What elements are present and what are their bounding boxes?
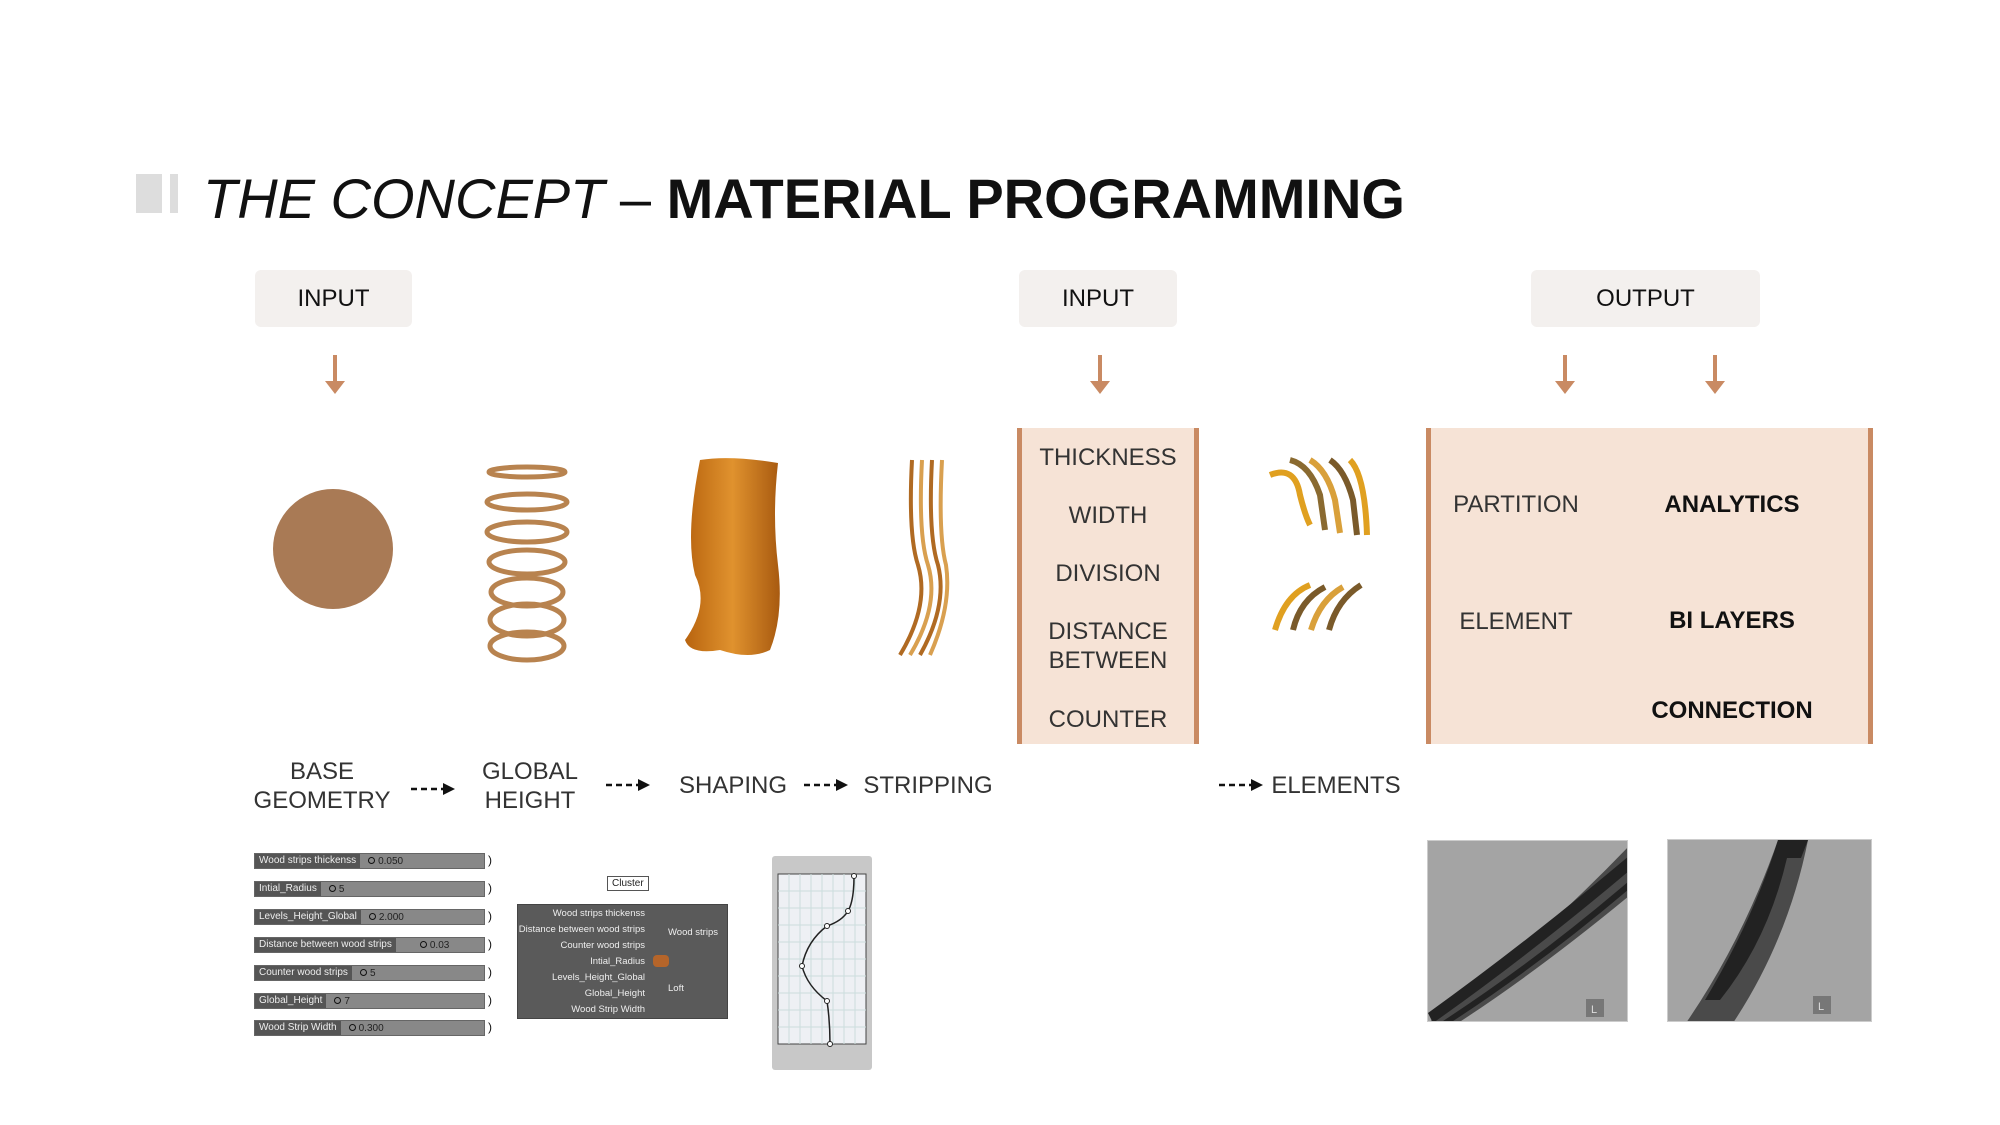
cluster-output: Wood strips xyxy=(668,927,718,938)
cluster-tag: Cluster xyxy=(607,876,649,891)
slider-value: 0.03 xyxy=(396,940,449,951)
cluster-input: Distance between wood strips xyxy=(518,924,645,935)
input-header-1: INPUT xyxy=(255,270,412,327)
down-arrow-icon xyxy=(1555,355,1575,394)
cluster-input: Intial_Radius xyxy=(590,956,645,967)
cluster-output: Loft xyxy=(668,983,684,994)
parameter-panel: THICKNESS WIDTH DIVISION DISTANCE BETWEE… xyxy=(1017,428,1199,744)
graph-mapper[interactable] xyxy=(772,856,872,1070)
param-division: DIVISION xyxy=(1055,560,1161,587)
param-distance-between: DISTANCE BETWEEN xyxy=(1048,618,1168,674)
output-bi-layers: BI LAYERS xyxy=(1669,607,1795,634)
stripping-image xyxy=(898,459,950,657)
step-shaping: SHAPING xyxy=(678,772,788,799)
down-arrow-icon xyxy=(1705,355,1725,394)
output-panel-right: ANALYTICS BI LAYERS CONNECTION xyxy=(1596,428,1873,744)
cluster-input: Counter wood strips xyxy=(560,940,645,951)
render-partition: L xyxy=(1427,840,1628,1022)
dashed-arrow-icon xyxy=(1219,779,1263,791)
render-badge-label: L xyxy=(1591,1004,1597,1016)
down-arrow-icon xyxy=(1090,355,1110,394)
cluster-input: Levels_Height_Global xyxy=(552,972,645,983)
cluster-icon xyxy=(653,955,669,967)
input-header-2: INPUT xyxy=(1019,270,1177,327)
cluster-input: Wood strips thickenss xyxy=(552,908,645,919)
param-width: WIDTH xyxy=(1068,502,1148,529)
step-global-height: GLOBAL HEIGHT xyxy=(481,758,579,814)
viewport-badge xyxy=(1586,999,1604,1017)
base-circle xyxy=(273,489,393,609)
viewport-badge xyxy=(1813,996,1831,1014)
slider-label: Levels_Height_Global xyxy=(255,910,361,924)
step-stripping: STRIPPING xyxy=(863,772,993,799)
title-italic: THE CONCEPT xyxy=(203,167,605,230)
slider-label: Intial_Radius xyxy=(255,882,321,896)
slider-value: 5 xyxy=(321,884,345,895)
render-badge-label: L xyxy=(1818,1001,1824,1013)
cluster-component[interactable]: Wood strips thickenss Distance between w… xyxy=(517,904,728,1019)
cluster-input: Wood Strip Width xyxy=(571,1004,645,1015)
page-title: THE CONCEPT – MATERIAL PROGRAMMING xyxy=(203,166,1405,231)
title-icon-bar xyxy=(170,174,178,213)
title-icon xyxy=(136,174,162,213)
slider-label: Global_Height xyxy=(255,994,327,1008)
shaping-image xyxy=(685,458,780,655)
step-elements: ELEMENTS xyxy=(1271,772,1401,799)
slider-label: Wood strips thickenss xyxy=(255,854,361,868)
dashed-arrow-icon xyxy=(606,779,650,791)
step-base-geometry: BASE GEOMETRY xyxy=(253,758,391,814)
slider-label: Counter wood strips xyxy=(255,966,352,980)
output-element: ELEMENT xyxy=(1459,608,1573,635)
slider-value: 0.300 xyxy=(341,1023,384,1034)
slider-value: 5 xyxy=(352,968,376,979)
slider-value: 0.050 xyxy=(360,856,403,867)
slider-label: Wood Strip Width xyxy=(255,1021,341,1035)
param-thickness: THICKNESS xyxy=(1039,444,1177,471)
cluster-input: Global_Height xyxy=(584,988,645,999)
output-partition: PARTITION xyxy=(1453,491,1579,518)
slider-value: 7 xyxy=(326,996,350,1007)
slider-label: Distance between wood strips xyxy=(255,938,396,952)
title-bold: MATERIAL PROGRAMMING xyxy=(666,167,1405,230)
elements-image xyxy=(1268,457,1370,631)
output-analytics: ANALYTICS xyxy=(1664,491,1800,518)
output-connection: CONNECTION xyxy=(1651,697,1813,724)
param-counter: COUNTER xyxy=(1048,706,1168,733)
down-arrow-icon xyxy=(325,355,345,394)
output-panel-left: PARTITION ELEMENT xyxy=(1426,428,1606,744)
output-header: OUTPUT xyxy=(1531,270,1760,327)
render-bi-layers: L xyxy=(1667,839,1872,1022)
rings-image xyxy=(484,464,570,663)
dashed-arrow-icon xyxy=(804,779,848,791)
slider-value: 2.000 xyxy=(361,912,404,923)
dashed-arrow-icon xyxy=(411,783,455,795)
title-sep: – xyxy=(604,167,667,230)
